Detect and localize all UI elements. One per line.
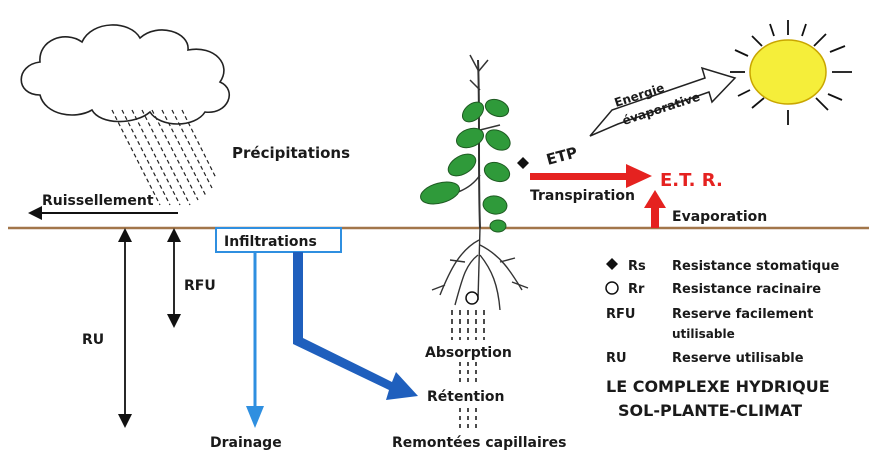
- etp-label: ETP: [544, 143, 579, 169]
- retention-arrow: [293, 252, 418, 400]
- evaporation-arrow: [644, 190, 666, 228]
- legend-diamond-icon: [606, 258, 618, 270]
- absorption-dashes: [451, 310, 485, 340]
- root-resistance-icon: [465, 291, 479, 305]
- diagram-title-line1: LE COMPLEXE HYDRIQUE: [606, 377, 830, 396]
- legend: Rs Resistance stomatique Rr Resistance r…: [605, 258, 839, 366]
- ruissellement-arrow: [28, 206, 178, 220]
- rfu-arrow: [167, 228, 181, 328]
- absorption-label: Absorption: [425, 345, 512, 361]
- legend-rr-symbol: Rr: [628, 282, 645, 297]
- rfu-label: RFU: [184, 278, 216, 294]
- energy-arrow: [589, 66, 737, 137]
- stomatal-resistance-icon: [517, 157, 529, 169]
- ru-arrow: [118, 228, 132, 428]
- etr-label: E.T. R.: [660, 170, 723, 191]
- retention-label: Rétention: [427, 389, 505, 405]
- legend-circle-icon: [605, 281, 619, 295]
- capillary-dashes: [459, 408, 477, 432]
- legend-rs-symbol: Rs: [628, 259, 646, 274]
- precipitations-label: Précipitations: [232, 144, 350, 162]
- plant-icon: [420, 54, 511, 233]
- retention-dashes: [459, 362, 477, 384]
- legend-rs-text: Resistance stomatique: [672, 259, 839, 274]
- infiltrations-box: [215, 227, 342, 253]
- drainage-label: Drainage: [210, 435, 282, 451]
- diagram-title-line2: SOL-PLANTE-CLIMAT: [618, 401, 802, 420]
- legend-rfu-text-1: Reserve facilement: [672, 307, 813, 322]
- legend-rr-text: Resistance racinaire: [672, 282, 821, 297]
- cloud-icon: [20, 24, 231, 125]
- evaporation-label: Evaporation: [672, 209, 767, 225]
- sun-icon: [730, 20, 852, 125]
- legend-ru-text: Reserve utilisable: [672, 351, 804, 366]
- transpiration-arrow: [530, 164, 652, 188]
- legend-rfu-symbol: RFU: [606, 307, 635, 322]
- transpiration-label: Transpiration: [530, 188, 635, 204]
- drainage-arrow: [246, 252, 264, 428]
- roots-icon: [431, 227, 529, 311]
- legend-rfu-text-2: utilisable: [672, 327, 735, 341]
- ru-label: RU: [82, 332, 104, 348]
- ruissellement-label: Ruissellement: [42, 193, 154, 209]
- remontees-label: Remontées capillaires: [392, 435, 566, 451]
- infiltrations-label: Infiltrations: [224, 234, 317, 250]
- rain-icon: [111, 109, 217, 206]
- legend-ru-symbol: RU: [606, 351, 627, 366]
